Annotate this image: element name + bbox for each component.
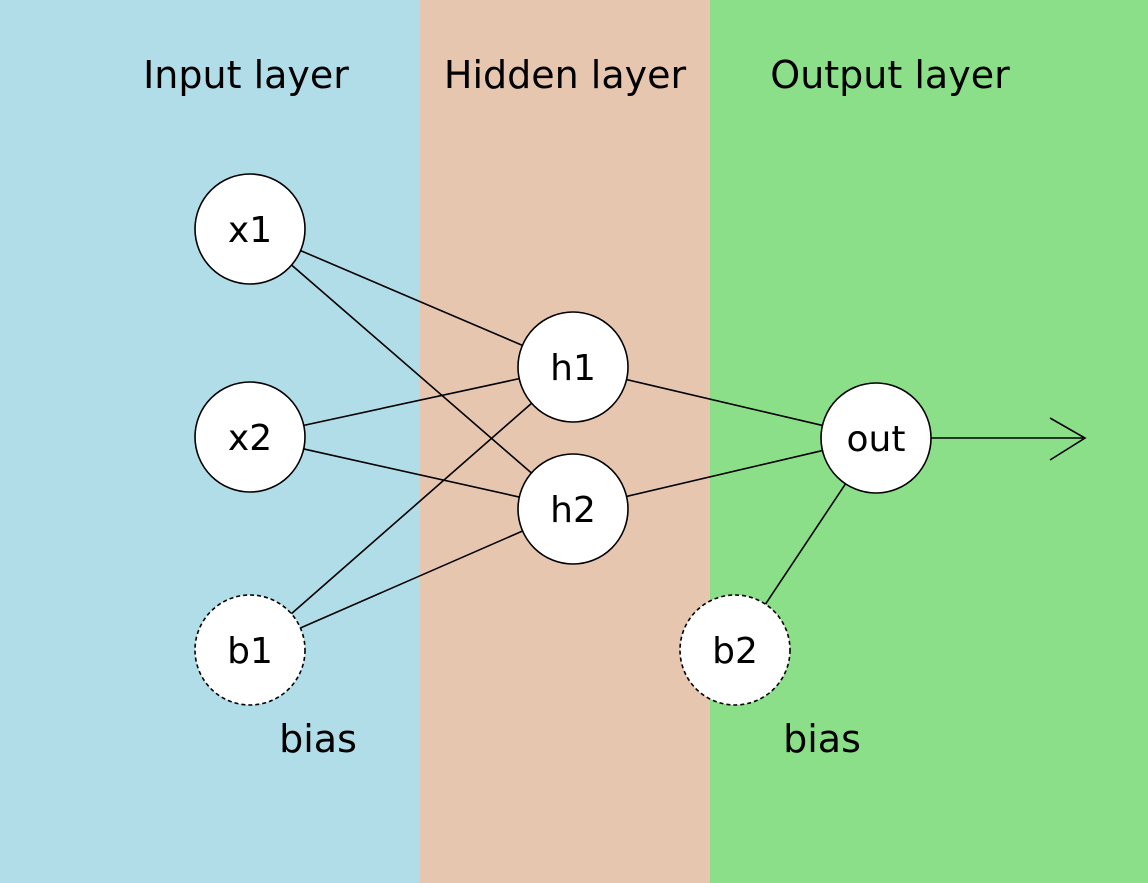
- node-h2-circle: [517, 453, 629, 565]
- node-out-label: out: [847, 419, 906, 460]
- edge-x2-h1: [303, 377, 520, 427]
- node-x1-circle: [194, 173, 306, 285]
- node-b2-circle: [679, 594, 791, 706]
- node-h1-circle: [517, 311, 629, 423]
- node-h1-label: h1: [550, 348, 596, 389]
- output-bias-caption: bias: [783, 717, 861, 761]
- node-b1: b1: [194, 594, 306, 706]
- edge-b1-h2: [300, 530, 523, 629]
- edge-x2-h2: [303, 448, 520, 498]
- output-arrow: [930, 417, 1087, 461]
- node-b2: b2: [679, 594, 791, 706]
- edge-b2-out: [764, 483, 847, 605]
- edge-x1-h1: [300, 249, 523, 347]
- edge-h2-out: [626, 449, 823, 498]
- node-out-circle: [820, 382, 932, 494]
- node-h2: h2: [517, 453, 629, 565]
- node-out: out: [820, 382, 932, 494]
- node-x2: x2: [194, 381, 306, 493]
- input-bias-caption: bias: [279, 717, 357, 761]
- output-layer-title: Output layer: [770, 53, 1010, 97]
- node-h2-label: h2: [550, 490, 596, 531]
- hidden-layer-title: Hidden layer: [444, 53, 687, 97]
- node-x1: x1: [194, 173, 306, 285]
- node-b1-label: b1: [227, 631, 273, 672]
- node-b2-label: b2: [712, 631, 758, 672]
- edges-group: [290, 249, 847, 629]
- edge-h1-out: [626, 378, 823, 427]
- edge-b1-h1: [290, 402, 533, 615]
- input-layer-title: Input layer: [143, 53, 349, 97]
- node-x1-label: x1: [228, 210, 272, 251]
- node-x2-label: x2: [228, 418, 272, 459]
- node-x2-circle: [194, 381, 306, 493]
- output-arrow-head: [1049, 417, 1087, 461]
- node-b1-circle: [194, 594, 306, 706]
- hidden-layer-panel: [420, 0, 710, 883]
- node-h1: h1: [517, 311, 629, 423]
